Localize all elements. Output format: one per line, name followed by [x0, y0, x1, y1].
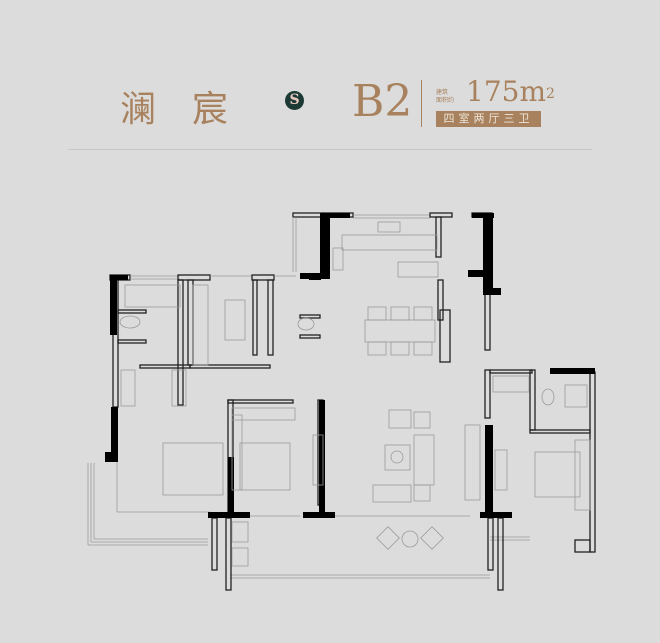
area-label-line2: 面积约: [436, 97, 455, 104]
area-value: 175m2: [466, 76, 555, 108]
logo-letter: S: [289, 92, 300, 108]
model-code: B2: [352, 76, 413, 127]
layout-type-badge: 四室两厅三卫: [436, 111, 541, 127]
area-label-line1: 建筑: [436, 89, 449, 96]
area-unit-sup: 2: [546, 86, 555, 102]
header-rule: [68, 149, 592, 150]
furniture: [119, 221, 591, 567]
area-label: 建筑 面积约: [436, 89, 460, 105]
project-name-char-2: 宸: [192, 89, 229, 130]
structural-walls: [105, 213, 595, 518]
area-number: 175m: [466, 75, 546, 108]
project-name-char-1: 澜: [120, 89, 157, 130]
brand-logo-icon: S: [285, 91, 304, 110]
header-divider: [421, 80, 422, 127]
outline-walls: [87, 212, 596, 591]
